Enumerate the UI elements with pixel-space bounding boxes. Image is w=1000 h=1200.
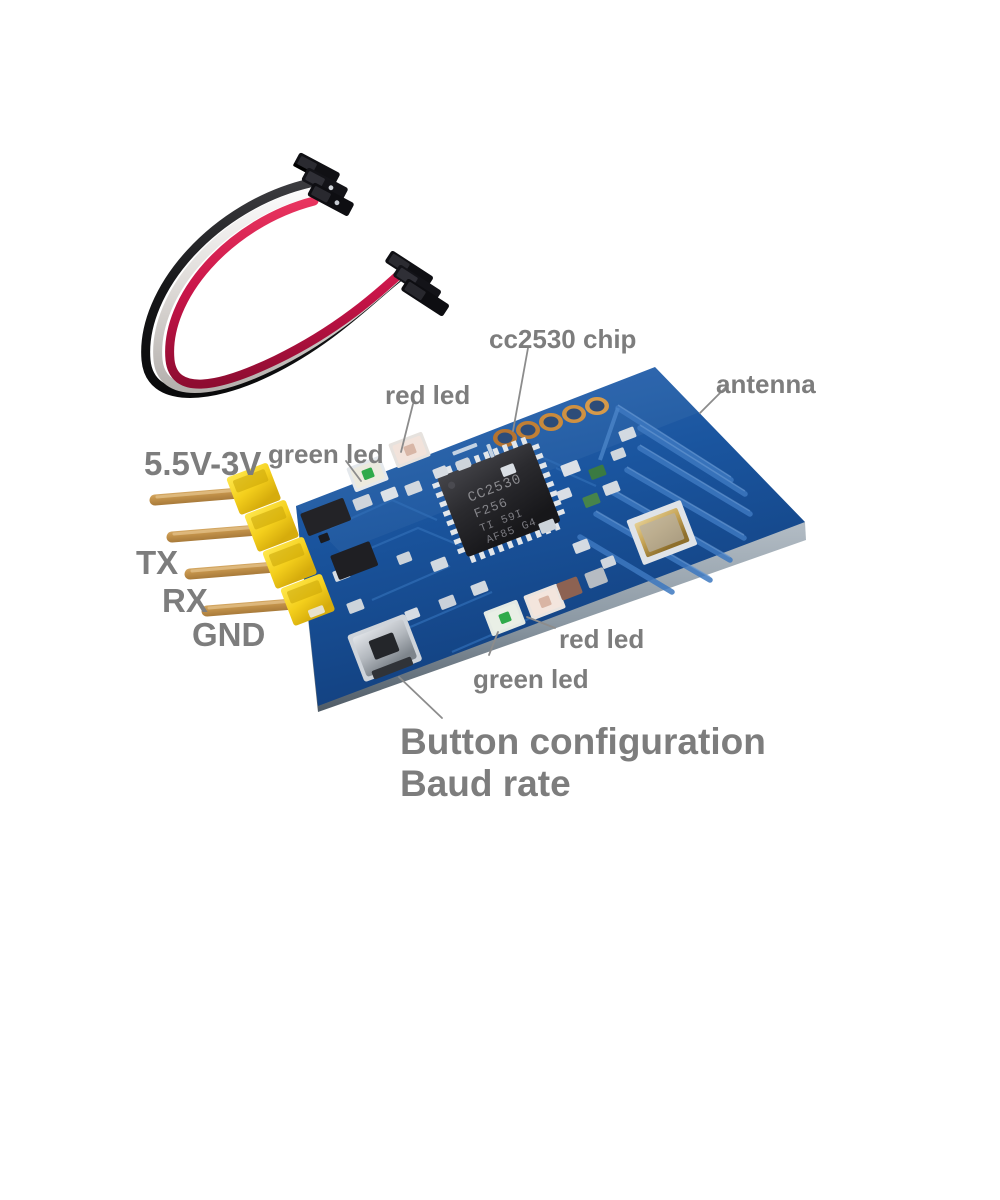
leader-lines [345,347,729,719]
leader-cc2530-chip [512,347,529,432]
header-housing-1 [226,463,281,515]
label-button-configuration: Button configuration [400,721,766,762]
sot-transistors [300,498,378,580]
pcb-board: CC2530 F256 TI 59I AF85 G4 [296,367,806,712]
cable-connector-b [385,250,449,317]
led-green-top [346,455,389,492]
label-voltage-range: 5.5V-3V [144,445,262,482]
cc2530-chip-body: CC2530 F256 TI 59I AF85 G4 [431,436,566,564]
label-baud-rate: Baud rate [400,763,571,804]
label-antenna: antenna [716,369,816,399]
leader-button [398,676,443,719]
dupont-cable [141,152,449,398]
cable-connector-a [293,152,354,216]
leader-green-led-bottom [488,631,499,656]
header-housing-3 [262,537,317,589]
debug-header-pads [493,397,609,447]
leader-red-led-bottom [526,616,556,629]
led-green-bottom [483,599,526,636]
pin-header-4p [149,463,335,626]
label-cc2530-chip: cc2530 chip [489,324,637,354]
label-green-led-top: green led [268,439,384,469]
pcb-traces [329,450,597,654]
label-red-led-bottom: red led [559,624,645,654]
led-red-bottom [523,583,566,620]
header-housing-2 [244,500,299,552]
pcb-silkscreen [452,442,495,458]
led-red-top [388,431,431,468]
label-pin-gnd: GND [192,616,266,653]
leader-green-led-top [345,460,362,482]
label-green-led-bottom: green led [473,664,589,694]
label-pin-rx: RX [162,582,208,619]
crystal-oscillator [626,500,698,565]
leader-red-led-top [400,403,414,453]
smd-components [320,426,637,621]
leader-antenna [699,384,729,414]
header-housing-4 [280,574,335,626]
label-red-led-top: red led [385,380,471,410]
label-pin-tx: TX [136,544,179,581]
config-button [347,614,422,682]
